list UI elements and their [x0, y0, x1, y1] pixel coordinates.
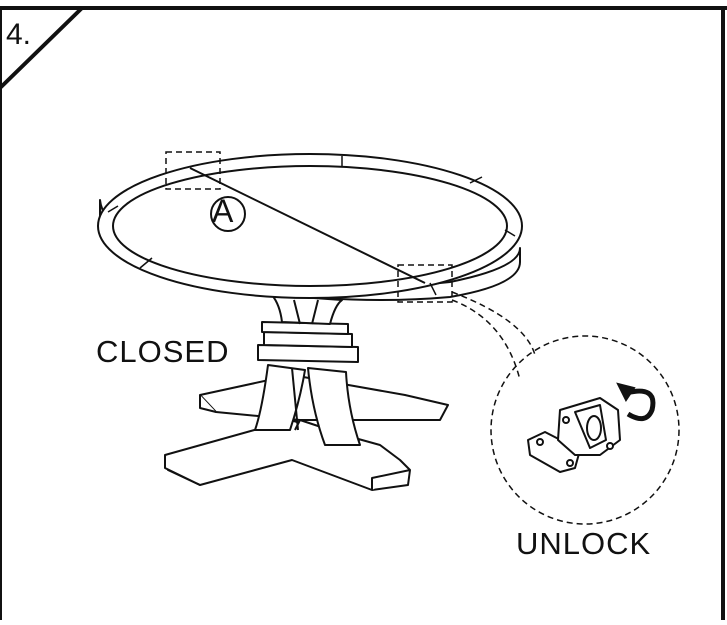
- rotate-arrow-icon: [616, 382, 656, 422]
- part-letter: A: [212, 193, 234, 229]
- unlock-action-label: UNLOCK: [516, 526, 652, 561]
- closed-state-label: CLOSED: [96, 334, 230, 369]
- pedestal-table-icon: [97, 153, 523, 491]
- latch-hardware-icon: [527, 397, 621, 473]
- part-letter-circle: [210, 196, 246, 232]
- detail-callouts: [165, 151, 680, 525]
- step-number: 4.: [6, 18, 32, 51]
- page-frame: [0, 6, 727, 620]
